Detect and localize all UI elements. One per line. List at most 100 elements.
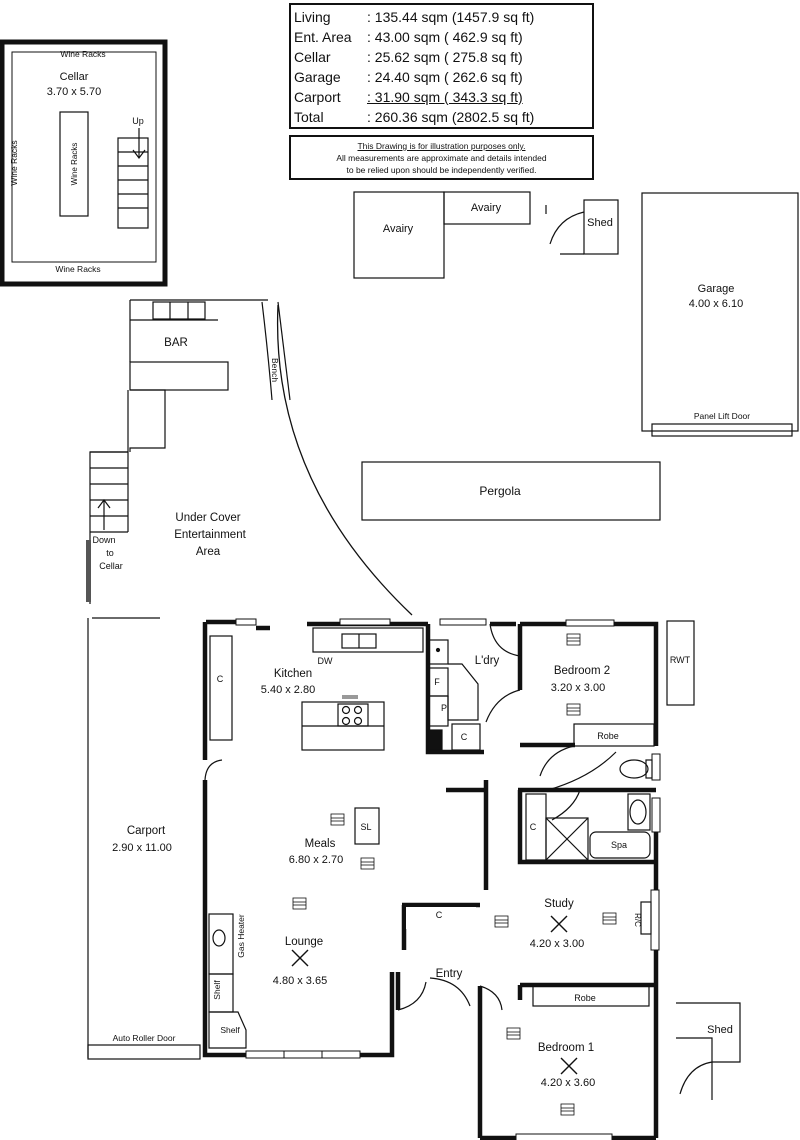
avairy-left-label: Avairy bbox=[383, 223, 414, 235]
meals-name: Meals bbox=[305, 838, 336, 850]
laundry-trough bbox=[427, 639, 449, 665]
fridge-label: F bbox=[434, 677, 440, 687]
lounge-name: Lounge bbox=[285, 936, 323, 948]
area-label: Ent. Area bbox=[294, 29, 352, 45]
avairy-right-label: Avairy bbox=[471, 202, 502, 214]
area-row-ent-area: Ent. Area : 43.00 sqm ( 462.9 sq ft) bbox=[294, 27, 592, 47]
study-size: 4.20 x 3.00 bbox=[530, 938, 584, 950]
area-value: : 135.44 sqm (1457.9 sq ft) bbox=[367, 9, 535, 25]
disclaimer-line-2: All measurements are approximate and det… bbox=[336, 153, 547, 163]
laundry-block bbox=[427, 729, 443, 751]
ceiling-fan-icon bbox=[550, 915, 568, 933]
carport-name: Carport bbox=[127, 825, 166, 837]
area-row-cellar: Cellar : 25.62 sqm ( 275.8 sq ft) bbox=[294, 47, 592, 67]
kitchen-door-swing bbox=[204, 759, 223, 781]
disclaimer-box: This Drawing is for illustration purpose… bbox=[289, 135, 594, 180]
avairy-left-structure bbox=[353, 191, 445, 279]
vent-icon bbox=[602, 912, 617, 925]
garage-name: Garage bbox=[698, 283, 735, 295]
avairy-right-structure bbox=[443, 191, 531, 225]
bath-cupboard-label: C bbox=[530, 822, 537, 832]
down-label-2: to bbox=[106, 548, 114, 558]
bench-label: Bench bbox=[270, 358, 280, 382]
ceiling-fan-icon bbox=[291, 949, 309, 967]
pantry bbox=[427, 695, 449, 727]
toilet bbox=[619, 759, 649, 779]
cellar-stairs bbox=[117, 128, 149, 229]
gas-heater-label: Gas Heater bbox=[236, 914, 246, 958]
area-value: : 260.36 sqm (2802.5 sq ft) bbox=[367, 109, 535, 125]
down-label-3: Cellar bbox=[99, 561, 123, 571]
bench bbox=[261, 301, 291, 401]
rainwater-tank bbox=[666, 620, 695, 706]
ceiling-fan-icon bbox=[560, 1057, 578, 1075]
reverse-cycle-unit bbox=[640, 901, 652, 935]
undercover-label-1: Under Cover bbox=[175, 512, 240, 524]
study-name: Study bbox=[544, 898, 574, 910]
area-label: Carport bbox=[294, 89, 341, 105]
kitchen-bench bbox=[312, 627, 424, 653]
shed-top-structure bbox=[549, 199, 619, 255]
pergola-label: Pergola bbox=[479, 484, 521, 498]
carport-size: 2.90 x 11.00 bbox=[112, 842, 172, 854]
bedroom-1-name: Bedroom 1 bbox=[538, 1042, 594, 1054]
area-value: : 25.62 sqm ( 275.8 sq ft) bbox=[367, 49, 523, 65]
disclaimer-line-1: This Drawing is for illustration purpose… bbox=[357, 141, 526, 151]
vent-icon bbox=[560, 1103, 575, 1116]
area-row-total: Total : 260.36 sqm (2802.5 sq ft) bbox=[294, 107, 592, 127]
auto-roller-door-label: Auto Roller Door bbox=[113, 1033, 176, 1043]
garage-size: 4.00 x 6.10 bbox=[689, 298, 743, 310]
area-value: : 43.00 sqm ( 462.9 sq ft) bbox=[367, 29, 523, 45]
vent-icon bbox=[566, 703, 581, 716]
auto-roller-door bbox=[87, 1044, 201, 1060]
shelf-upper-label: Shelf bbox=[212, 980, 222, 1000]
bedroom-2-size: 3.20 x 3.00 bbox=[551, 682, 605, 694]
shower bbox=[545, 817, 589, 861]
cooktop bbox=[337, 703, 369, 727]
shed-bottom-label: Shed bbox=[707, 1024, 733, 1036]
shelf-lower-label: Shelf bbox=[220, 1025, 240, 1035]
cellar-access-stairs bbox=[89, 451, 129, 604]
robe-bedroom-1-label: Robe bbox=[574, 993, 596, 1003]
vent-icon bbox=[330, 813, 345, 826]
area-label: Total bbox=[294, 109, 324, 125]
laundry-label: L'dry bbox=[475, 655, 500, 667]
laundry-cupboard bbox=[451, 723, 481, 751]
ceiling-fans bbox=[291, 915, 578, 1075]
robe-bedroom-2 bbox=[573, 723, 655, 747]
kitchen-size: 5.40 x 2.80 bbox=[261, 684, 315, 696]
laundry-cupboard-label: C bbox=[461, 732, 468, 742]
entertainment-curve bbox=[276, 304, 413, 616]
vent-icon bbox=[566, 633, 581, 646]
panel-lift-door-label: Panel Lift Door bbox=[694, 411, 750, 421]
area-label: Cellar bbox=[294, 49, 331, 65]
shed-bottom-structure bbox=[676, 1002, 741, 1100]
shelf-lower bbox=[208, 1011, 247, 1049]
house-walls bbox=[202, 619, 659, 1140]
ceiling-vents bbox=[292, 633, 617, 1116]
entry-label: Entry bbox=[436, 968, 463, 980]
cellar-up-label: Up bbox=[132, 116, 144, 126]
robe-bedroom-2-label: Robe bbox=[597, 731, 619, 741]
cellar-wine-racks-center: Wine Racks bbox=[70, 143, 79, 186]
down-label-1: Down bbox=[92, 535, 115, 545]
robe-bedroom-1 bbox=[532, 985, 650, 1007]
vanity-basin bbox=[629, 799, 647, 825]
cellar-door bbox=[86, 540, 91, 602]
gas-heater-unit bbox=[208, 913, 234, 975]
vent-icon bbox=[506, 1027, 521, 1040]
panel-lift-door bbox=[651, 423, 793, 437]
bedroom-1-size: 4.20 x 3.60 bbox=[541, 1077, 595, 1089]
pergola-structure bbox=[361, 461, 661, 521]
area-row-garage: Garage: 24.40 sqm ( 262.6 sq ft) bbox=[294, 67, 592, 87]
area-row-carport: Carport: 31.90 sqm ( 343.3 sq ft) bbox=[294, 87, 592, 107]
cellar-name: Cellar bbox=[60, 71, 89, 83]
sliding-pantry bbox=[354, 807, 380, 845]
bar-label: BAR bbox=[164, 337, 188, 349]
cellar-size: 3.70 x 5.70 bbox=[47, 86, 101, 98]
area-row-living: Living: 135.44 sqm (1457.9 sq ft) bbox=[294, 7, 592, 27]
vent-icon bbox=[292, 897, 307, 910]
kitchen-name: Kitchen bbox=[274, 668, 312, 680]
spa-bath bbox=[589, 831, 651, 859]
